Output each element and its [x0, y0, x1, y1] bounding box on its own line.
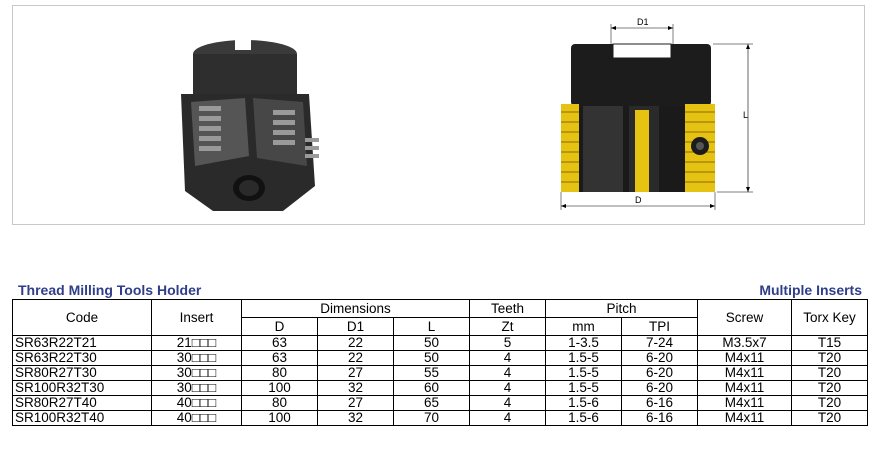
cell-screw: M4x11: [697, 365, 793, 381]
cell-torx: T20: [791, 350, 869, 366]
cell-screw: M4x11: [697, 380, 793, 396]
table-row: SR100R32T40 40□□□ 100 32 70 4 1.5-6 6-16…: [12, 410, 869, 426]
header-insert: Insert: [151, 299, 242, 336]
cell-screw: M4x11: [697, 410, 793, 426]
header-teeth: Teeth: [469, 299, 546, 318]
header-zt: Zt: [469, 317, 546, 336]
cell-zt: 4: [469, 350, 546, 366]
cell-l: 50: [393, 350, 470, 366]
cell-l: 65: [393, 395, 470, 411]
cell-torx: T20: [791, 410, 869, 426]
header-d: D: [241, 317, 318, 336]
cell-mm: 1.5-6: [545, 395, 622, 411]
cell-tpi: 6-16: [620, 410, 699, 426]
cell-l: 50: [393, 335, 470, 351]
cell-zt: 5: [469, 335, 546, 351]
spec-table: Code Insert Dimensions Teeth Pitch Screw…: [12, 299, 869, 426]
cell-tpi: 7-24: [620, 335, 699, 351]
table-row: SR63R22T21 21□□□ 63 22 50 5 1-3.5 7-24 M…: [12, 335, 869, 351]
cell-d: 63: [241, 350, 318, 366]
cell-l: 70: [393, 410, 470, 426]
cell-tpi: 6-20: [620, 380, 699, 396]
cell-tpi: 6-20: [620, 365, 699, 381]
header-mm: mm: [545, 317, 622, 336]
tool-holder-dimension-drawing: D1: [560, 17, 753, 210]
label-d: D: [635, 195, 642, 205]
cell-tpi: 6-16: [620, 395, 699, 411]
cell-d1: 22: [317, 335, 394, 351]
label-l: L: [743, 110, 748, 120]
cell-tpi: 6-20: [620, 350, 699, 366]
header-l: L: [393, 317, 470, 336]
header-torx-key: Torx Key: [791, 299, 869, 336]
cell-d1: 27: [317, 365, 394, 381]
cell-torx: T20: [791, 395, 869, 411]
cell-d: 80: [241, 395, 318, 411]
cell-d1: 32: [317, 380, 394, 396]
cell-insert: 30□□□: [151, 365, 242, 381]
cell-screw: M3.5x7: [697, 335, 793, 351]
header-dimensions: Dimensions: [241, 299, 470, 318]
header-d1: D1: [317, 317, 394, 336]
cell-d: 100: [241, 410, 318, 426]
cell-mm: 1.5-5: [545, 365, 622, 381]
product-illustration: D1: [181, 17, 753, 211]
cell-code: SR63R22T30: [12, 350, 152, 366]
table-row: SR80R27T30 30□□□ 80 27 55 4 1.5-5 6-20 M…: [12, 365, 869, 381]
product-image-panel: D1: [12, 5, 865, 225]
section-title: Thread Milling Tools Holder: [18, 282, 202, 298]
cell-zt: 4: [469, 410, 546, 426]
label-d1: D1: [637, 17, 649, 27]
cell-insert: 40□□□: [151, 395, 242, 411]
cell-code: SR63R22T21: [12, 335, 152, 351]
cell-code: SR100R32T40: [12, 410, 152, 426]
cell-torx: T20: [791, 365, 869, 381]
header-pitch: Pitch: [544, 299, 699, 318]
cell-d1: 32: [317, 410, 394, 426]
cell-code: SR100R32T30: [12, 380, 152, 396]
cell-insert: 40□□□: [151, 410, 242, 426]
cell-mm: 1-3.5: [545, 335, 622, 351]
cell-insert: 30□□□: [151, 380, 242, 396]
cell-d: 63: [241, 335, 318, 351]
cell-zt: 4: [469, 365, 546, 381]
table-row: SR100R32T30 30□□□ 100 32 60 4 1.5-5 6-20…: [12, 380, 869, 396]
cell-torx: T15: [791, 335, 869, 351]
cell-d1: 27: [317, 395, 394, 411]
cell-screw: M4x11: [697, 395, 793, 411]
table-row: SR80R27T40 40□□□ 80 27 65 4 1.5-6 6-16 M…: [12, 395, 869, 411]
cell-mm: 1.5-5: [545, 380, 622, 396]
cell-code: SR80R27T30: [12, 365, 152, 381]
header-tpi: TPI: [620, 317, 699, 336]
header-screw: Screw: [697, 299, 793, 336]
cell-screw: M4x11: [697, 350, 793, 366]
cell-mm: 1.5-5: [545, 350, 622, 366]
header-code: Code: [12, 299, 152, 336]
cell-mm: 1.5-6: [545, 410, 622, 426]
cell-insert: 21□□□: [151, 335, 242, 351]
cell-l: 55: [393, 365, 470, 381]
section-subtitle: Multiple Inserts: [759, 282, 862, 298]
cell-d: 100: [241, 380, 318, 396]
cell-zt: 4: [469, 395, 546, 411]
cell-l: 60: [393, 380, 470, 396]
cell-code: SR80R27T40: [12, 395, 152, 411]
cell-zt: 4: [469, 380, 546, 396]
cell-torx: T20: [791, 380, 869, 396]
cell-d1: 22: [317, 350, 394, 366]
cell-d: 80: [241, 365, 318, 381]
cell-insert: 30□□□: [151, 350, 242, 366]
tool-holder-3d-image: [181, 36, 319, 211]
table-row: SR63R22T30 30□□□ 63 22 50 4 1.5-5 6-20 M…: [12, 350, 869, 366]
